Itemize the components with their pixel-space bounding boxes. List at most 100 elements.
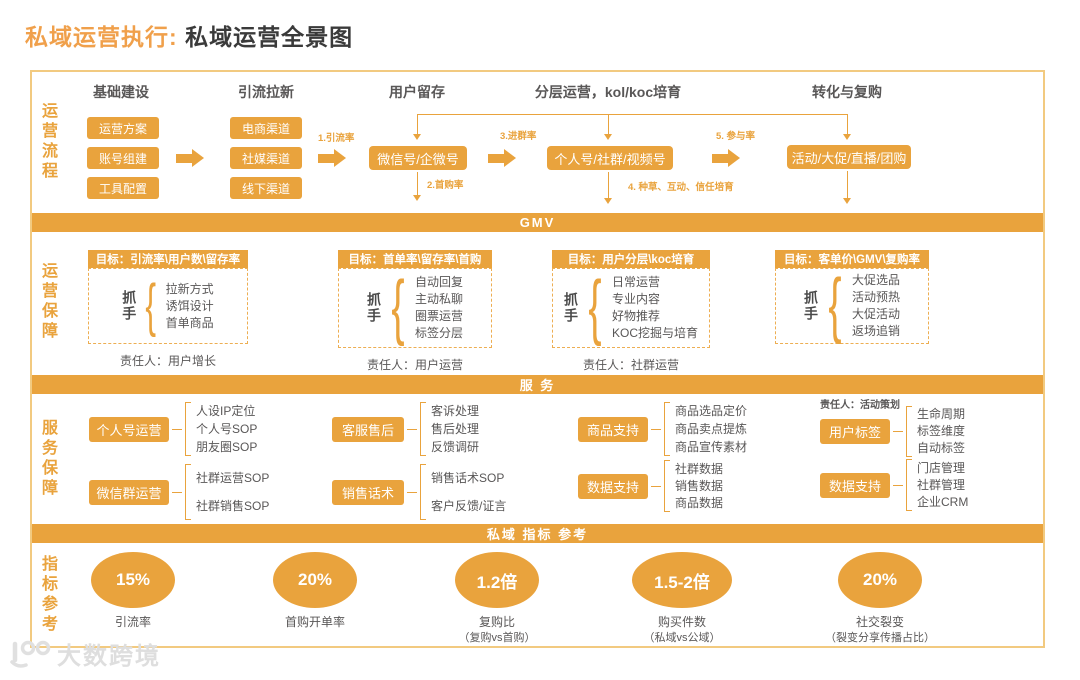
service-items: 社群运营SOP 社群销售SOP	[196, 464, 269, 520]
connector-dash	[407, 428, 417, 430]
connector-dash	[651, 428, 661, 430]
service-items: 销售话术SOP 客户反馈/证言	[431, 464, 506, 520]
metric-ellipse-5: 20%	[838, 552, 922, 608]
service-cell-group: 微信群运营 社群运营SOP 社群销售SOP	[89, 464, 269, 520]
connector-dash	[172, 491, 182, 493]
service-box: 销售话术	[332, 479, 404, 505]
rate-label-5: 5. 参与率	[716, 131, 756, 142]
handle-label: 抓手	[365, 292, 382, 324]
metric-name: 首购开单率	[284, 615, 345, 629]
bracket-icon	[420, 464, 426, 520]
flow-arrow-icon	[176, 149, 204, 167]
service-items: 生命周期 标签维度 自动标签	[917, 406, 965, 457]
handle-item: 主动私聊	[415, 292, 464, 306]
handle-item: 返场追销	[852, 324, 901, 338]
bracket-icon	[185, 464, 191, 520]
service-cell-aftersales: 客服售后 客诉处理 售后处理 反馈调研	[332, 402, 479, 456]
flow-box-ecommerce: 电商渠道	[230, 117, 302, 139]
down-arrow-icon	[412, 172, 421, 201]
service-item: 社群数据	[675, 461, 724, 476]
service-item: 销售数据	[675, 478, 724, 493]
service-item: 人设IP定位	[196, 404, 256, 418]
metric-label-3: 复购比 （复购vs首购）	[407, 614, 587, 646]
owner-label: 责任人：用户运营	[366, 358, 463, 372]
bracket-icon	[664, 460, 670, 512]
handle-item: 大促选品	[852, 273, 901, 287]
down-arrow-icon	[842, 114, 851, 140]
flow-header-2: 引流拉新	[238, 84, 294, 100]
metric-name: 引流率	[114, 615, 151, 629]
section-label-metrics: 指标参考	[39, 555, 56, 635]
service-item: 社群销售SOP	[196, 499, 270, 513]
handle-items: 拉新方式 诱饵设计 首单商品	[166, 281, 214, 332]
handle-label: 抓手	[802, 290, 819, 322]
flow-header-5: 转化与复购	[812, 84, 882, 100]
rate-label-2: 2.首购率	[427, 180, 464, 191]
metric-label-5: 社交裂变 （裂变分享传播占比）	[790, 614, 970, 646]
service-item: 自动标签	[917, 441, 966, 455]
flow-box-social: 社媒渠道	[230, 147, 302, 169]
flow-arrow-icon	[488, 149, 516, 167]
connector-dash	[893, 484, 903, 486]
handle-item: 活动预热	[852, 290, 901, 304]
service-cell-product: 商品支持 商品选品定价 商品卖点提炼 商品宣传素材	[578, 402, 747, 456]
brace-icon	[588, 279, 601, 337]
owner-label: 责任人：社群运营	[582, 358, 679, 372]
service-box: 数据支持	[820, 472, 890, 498]
owner-label: 责任人：用户增长	[119, 354, 216, 368]
service-band: 服 务	[32, 375, 1043, 394]
rate-label-3: 3.进群率	[500, 131, 537, 142]
goal-header: 目标：客单价\GMV\复购率	[775, 250, 929, 268]
handle-label: 抓手	[562, 292, 579, 324]
service-items: 商品选品定价 商品卖点提炼 商品宣传素材	[675, 402, 747, 456]
service-item: 社群运营SOP	[196, 471, 270, 485]
handle-box: 抓手 大促选品 活动预热 大促活动 返场追销	[775, 268, 929, 344]
down-arrow-icon	[842, 171, 851, 204]
service-cell-crm: 数据支持 门店管理 社群管理 企业CRM	[820, 459, 968, 511]
connector-dash	[651, 485, 661, 487]
service-item: 客诉处理	[431, 404, 480, 418]
bracket-icon	[906, 406, 912, 457]
goal-header: 目标：首单率\留存率\首购	[338, 250, 492, 268]
metric-sub: （裂变分享传播占比）	[825, 632, 935, 644]
rate-label-4: 4. 种草、互动、信任培育	[628, 182, 734, 193]
handle-label: 抓手	[121, 290, 138, 322]
service-box: 商品支持	[578, 416, 648, 442]
brace-icon	[391, 279, 404, 337]
service-item: 门店管理	[917, 460, 966, 475]
retention-connector-line	[417, 114, 848, 115]
flow-node-campaign: 活动/大促/直播/团购	[787, 145, 911, 169]
flow-header-3: 用户留存	[389, 84, 445, 100]
flow-box-tools: 工具配置	[87, 177, 159, 199]
service-items: 社群数据 销售数据 商品数据	[675, 461, 723, 512]
flow-box-account: 账号组建	[87, 147, 159, 169]
page-title-main: 私域运营全景图	[185, 24, 354, 50]
page-title: 私域运营执行: 私域运营全景图	[25, 18, 353, 52]
handle-item: 大促活动	[852, 307, 901, 321]
flow-header-1: 基础建设	[93, 84, 149, 100]
service-box: 数据支持	[578, 473, 648, 499]
metrics-band: 私域 指标 参考	[32, 524, 1043, 543]
handle-item: 专业内容	[612, 292, 661, 306]
section-label-services: 服务保障	[39, 419, 56, 499]
service-cell-tags: 用户标签 生命周期 标签维度 自动标签	[820, 406, 965, 457]
flow-box-offline: 线下渠道	[230, 177, 302, 199]
brace-icon	[828, 277, 841, 335]
service-item: 标签维度	[917, 424, 966, 438]
service-items: 客诉处理 售后处理 反馈调研	[431, 402, 479, 456]
service-item: 朋友圈SOP	[196, 440, 258, 454]
handle-box: 抓手 自动回复 主动私聊 圈票运营 标签分层	[338, 268, 492, 348]
metric-label-2: 首购开单率	[225, 614, 405, 630]
connector-dash	[893, 431, 903, 432]
bracket-icon	[664, 402, 670, 456]
flow-node-community: 个人号/社群/视频号	[547, 146, 673, 170]
service-item: 生命周期	[917, 407, 966, 421]
watermark-text: 大数跨境	[57, 643, 161, 670]
brace-icon	[146, 283, 157, 329]
metric-ellipse-4: 1.5-2倍	[632, 552, 732, 608]
handle-item: 首单商品	[165, 315, 214, 330]
handle-box: 抓手 拉新方式 诱饵设计 首单商品	[88, 268, 248, 344]
service-items: 门店管理 社群管理 企业CRM	[917, 460, 968, 511]
section-label-flow: 运营流程	[39, 102, 56, 182]
metric-label-4: 购买件数 （私域vs公域）	[592, 614, 772, 646]
